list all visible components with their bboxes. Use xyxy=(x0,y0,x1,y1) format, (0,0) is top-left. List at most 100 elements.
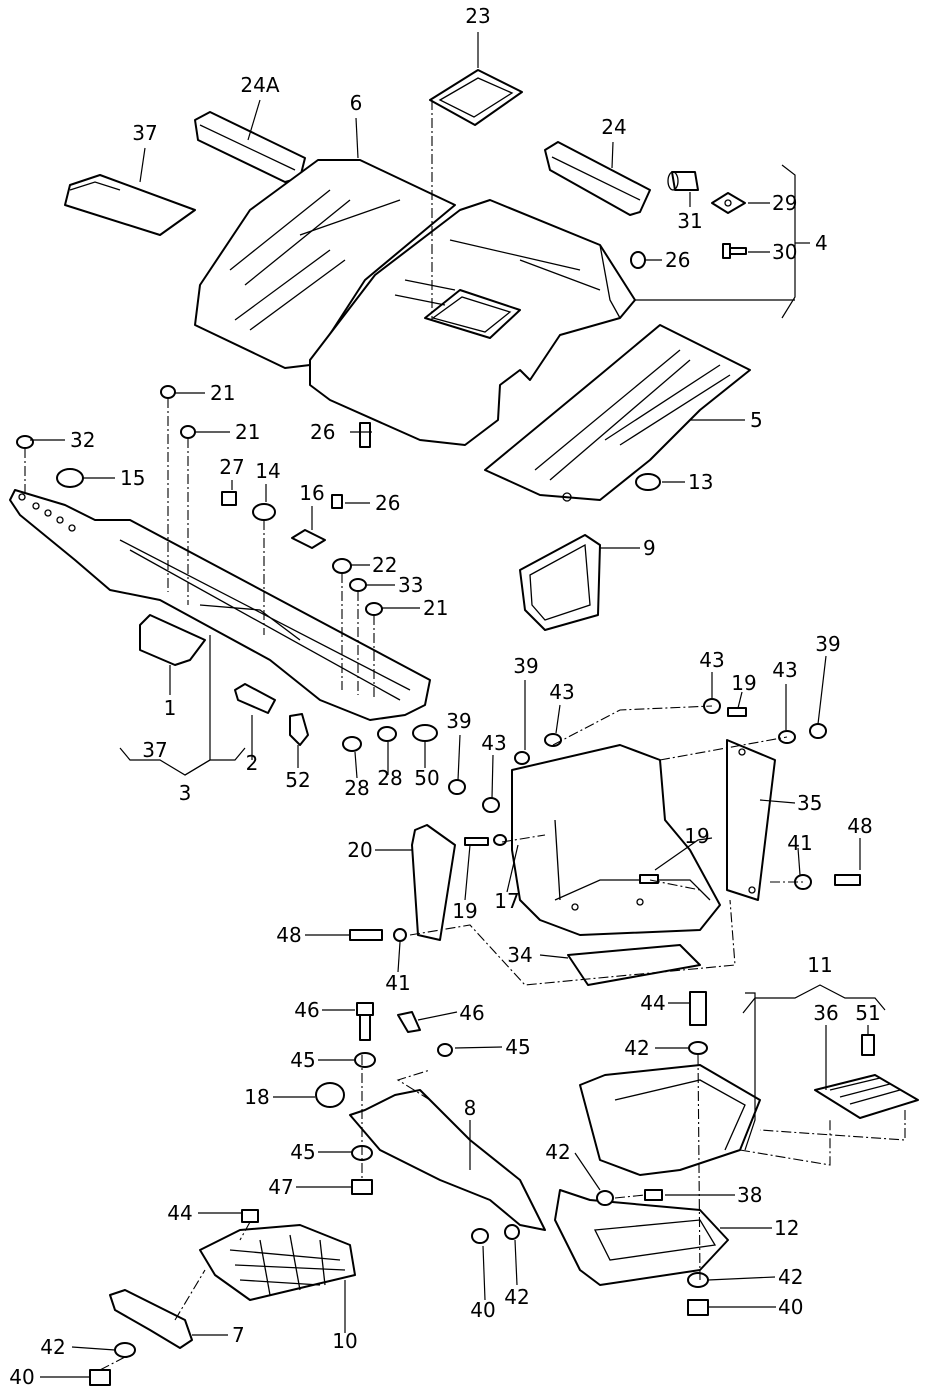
leader-lines xyxy=(30,32,886,1378)
callout-17: 17 xyxy=(494,889,519,913)
callout-43: 43 xyxy=(772,658,797,682)
callout-29: 29 xyxy=(772,191,797,215)
part-bar-7 xyxy=(109,1289,193,1349)
callout-41: 41 xyxy=(385,971,410,995)
callout-47: 47 xyxy=(268,1175,293,1199)
callout-50: 50 xyxy=(414,766,439,790)
part-bracket-35 xyxy=(726,739,776,901)
callout-21: 21 xyxy=(423,596,448,620)
callout-43: 43 xyxy=(481,731,506,755)
callout-19: 19 xyxy=(684,824,709,848)
part-grommet-26b xyxy=(359,422,371,448)
callout-46: 46 xyxy=(294,998,319,1022)
callout-15: 15 xyxy=(120,466,145,490)
callout-21: 21 xyxy=(235,420,260,444)
callout-13: 13 xyxy=(688,470,713,494)
part-pad-37 xyxy=(64,174,196,236)
part-nuts-washers xyxy=(89,698,875,1386)
callout-19: 19 xyxy=(452,899,477,923)
callout-45: 45 xyxy=(505,1035,530,1059)
callout-18: 18 xyxy=(244,1085,269,1109)
callout-27: 27 xyxy=(219,455,244,479)
part-plug-13 xyxy=(635,473,661,491)
callout-33: 33 xyxy=(398,573,423,597)
callout-48: 48 xyxy=(847,814,872,838)
callout-42: 42 xyxy=(40,1335,65,1359)
callout-21: 21 xyxy=(210,381,235,405)
callout-16: 16 xyxy=(299,481,324,505)
callout-26: 26 xyxy=(665,248,690,272)
part-duct-9 xyxy=(519,534,601,631)
callout-10: 10 xyxy=(332,1329,357,1353)
callout-51: 51 xyxy=(855,1001,880,1025)
callout-38: 38 xyxy=(737,1183,762,1207)
part-floor-panel-5 xyxy=(484,324,751,502)
callout-labels: 23 24A 6 37 24 29 31 4 30 26 5 21 32 21 … xyxy=(9,4,880,1389)
callout-11: 11 xyxy=(807,953,832,977)
callout-44: 44 xyxy=(640,991,665,1015)
callout-5: 5 xyxy=(750,408,763,432)
part-bolt-stack-46 xyxy=(351,1002,453,1195)
callout-19: 19 xyxy=(731,671,756,695)
part-bumper-18 xyxy=(315,1082,345,1108)
part-gasket-23 xyxy=(429,69,523,126)
assembly-lines xyxy=(24,100,906,1371)
callout-48: 48 xyxy=(276,923,301,947)
part-bracket-20 xyxy=(411,824,456,941)
callout-43: 43 xyxy=(699,648,724,672)
callout-2: 2 xyxy=(246,751,259,775)
callout-36: 36 xyxy=(813,1001,838,1025)
callout-41: 41 xyxy=(787,831,812,855)
callout-39: 39 xyxy=(513,654,538,678)
part-mat-36 xyxy=(814,1074,919,1119)
callout-42: 42 xyxy=(778,1265,803,1289)
callout-39: 39 xyxy=(446,709,471,733)
callout-40: 40 xyxy=(9,1365,34,1389)
callout-26: 26 xyxy=(375,491,400,515)
callout-3: 3 xyxy=(179,781,192,805)
callout-39: 39 xyxy=(815,632,840,656)
part-clip-29 xyxy=(711,192,746,214)
callout-20: 20 xyxy=(347,838,372,862)
callout-12: 12 xyxy=(774,1216,799,1240)
callout-37: 37 xyxy=(132,121,157,145)
callout-52: 52 xyxy=(285,768,310,792)
callout-34: 34 xyxy=(507,943,532,967)
callout-45: 45 xyxy=(290,1048,315,1072)
callout-31: 31 xyxy=(677,209,702,233)
callout-30: 30 xyxy=(772,240,797,264)
parts-layer xyxy=(9,69,919,1386)
part-grate-10 xyxy=(199,1224,356,1301)
callout-28: 28 xyxy=(377,766,402,790)
part-screw-30 xyxy=(722,243,747,259)
callout-44: 44 xyxy=(167,1201,192,1225)
part-step-12 xyxy=(554,1189,729,1286)
callout-1: 1 xyxy=(164,696,177,720)
part-tray-11 xyxy=(579,1064,761,1176)
callout-43: 43 xyxy=(549,680,574,704)
callout-42: 42 xyxy=(624,1036,649,1060)
callout-22: 22 xyxy=(372,553,397,577)
part-plate-34 xyxy=(567,944,701,986)
callout-32: 32 xyxy=(70,428,95,452)
part-strip-24a xyxy=(194,111,306,183)
callout-7: 7 xyxy=(232,1323,245,1347)
part-bracket-1 xyxy=(139,614,206,666)
callout-45: 45 xyxy=(290,1140,315,1164)
callout-35: 35 xyxy=(797,791,822,815)
callout-24a: 24A xyxy=(240,73,279,97)
callout-28: 28 xyxy=(344,776,369,800)
part-bracket-8 xyxy=(349,1089,546,1231)
part-floor-panel-6 xyxy=(194,159,456,369)
callout-42: 42 xyxy=(504,1285,529,1309)
part-strip-24 xyxy=(544,141,651,216)
callout-37: 37 xyxy=(142,738,167,762)
callout-40: 40 xyxy=(778,1295,803,1319)
callout-42: 42 xyxy=(545,1140,570,1164)
callout-40: 40 xyxy=(470,1298,495,1322)
callout-6: 6 xyxy=(350,91,363,115)
callout-4: 4 xyxy=(815,231,828,255)
part-plate-2 xyxy=(234,683,276,714)
callout-26: 26 xyxy=(310,420,335,444)
